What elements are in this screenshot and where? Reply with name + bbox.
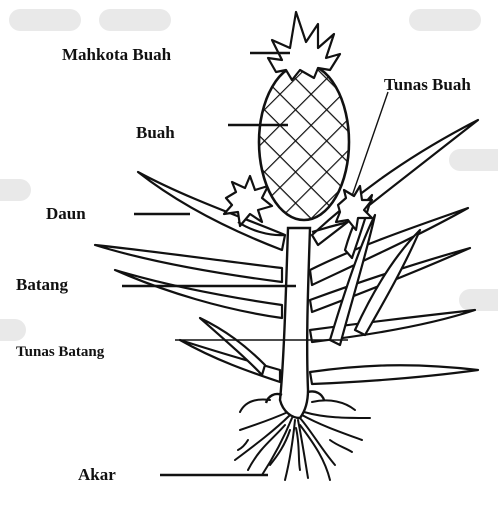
label-batang: Batang bbox=[16, 276, 68, 293]
label-mahkota-buah: Mahkota Buah bbox=[62, 46, 171, 63]
label-daun: Daun bbox=[46, 205, 86, 222]
label-tunas-batang: Tunas Batang bbox=[16, 345, 104, 360]
label-buah: Buah bbox=[136, 124, 175, 141]
fruit-crown bbox=[268, 12, 340, 80]
stem bbox=[266, 228, 324, 418]
watermark bbox=[0, 20, 498, 330]
label-akar: Akar bbox=[78, 466, 116, 483]
label-tunas-buah: Tunas Buah bbox=[384, 76, 471, 93]
